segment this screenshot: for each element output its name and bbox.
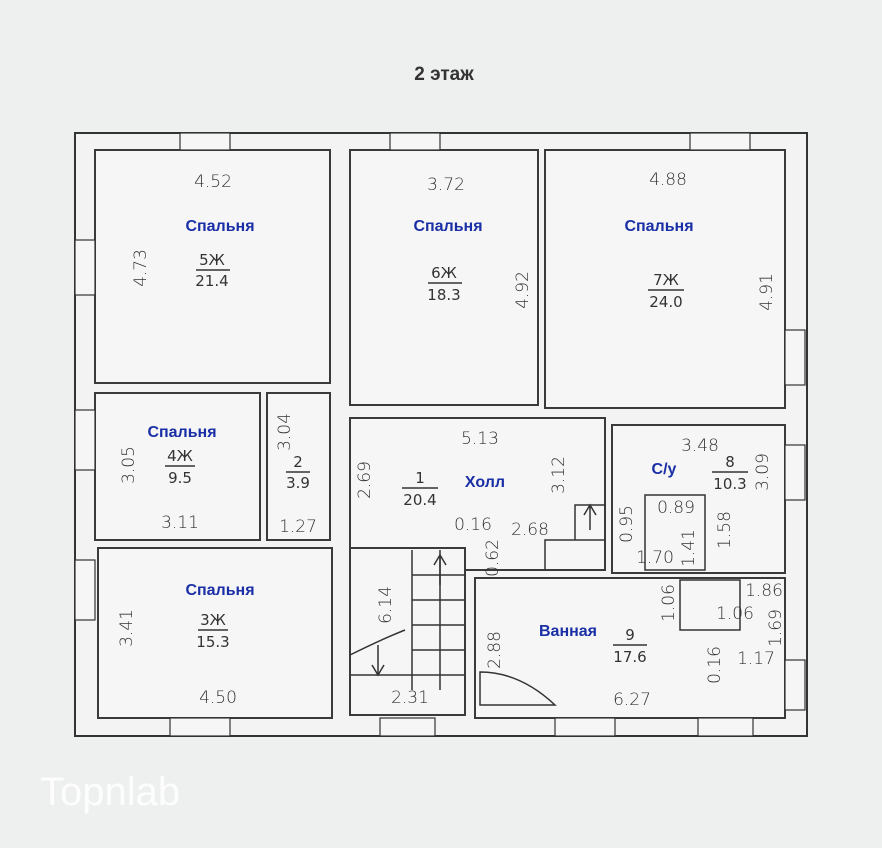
dimension: 0.95 [617, 505, 637, 543]
room-area: 9.5 [168, 469, 192, 487]
room-stairs [349, 547, 466, 716]
room-5 [94, 149, 331, 384]
room-name: Спальня [185, 582, 254, 599]
dimension: 2.69 [355, 461, 375, 499]
room-7-labels: Спальня 7Ж 24.0 4.88 4.91 [624, 170, 777, 311]
room-bath [474, 577, 786, 719]
hall-labels: Холл 1 20.4 5.13 2.69 3.12 0.16 2.68 0.6… [355, 429, 569, 577]
room-7 [544, 149, 786, 409]
room-number: 5Ж [199, 251, 225, 269]
room-area: 10.3 [713, 475, 746, 493]
dimension: 3.41 [117, 609, 137, 647]
room-name: Холл [465, 474, 505, 491]
staircase [349, 494, 741, 706]
room-area: 3.9 [286, 474, 310, 492]
dimension: 0.16 [454, 515, 492, 535]
wc-labels: С/у 8 10.3 3.48 3.09 0.95 0.89 1.70 1.41… [617, 436, 773, 568]
room-area: 20.4 [403, 491, 436, 509]
room-6-labels: Спальня 6Ж 18.3 3.72 4.92 [413, 175, 533, 309]
dimension: 3.72 [427, 175, 465, 195]
bath-labels: Ванная 9 17.6 2.88 6.27 1.06 1.86 1.06 1… [485, 581, 786, 710]
room-area: 17.6 [613, 648, 646, 666]
room-number: 2 [293, 453, 303, 471]
room-2-labels: 2 3.9 3.04 1.27 [275, 413, 317, 537]
dimension: 4.50 [199, 688, 237, 708]
room-5-labels: Спальня 5Ж 21.4 4.52 4.73 [131, 172, 255, 290]
dimension: 6.27 [613, 690, 651, 710]
dimension: 5.13 [461, 429, 499, 449]
dimension: 4.91 [757, 273, 777, 311]
room-name: Спальня [147, 424, 216, 441]
dimension: 3.48 [681, 436, 719, 456]
dimension: 3.04 [275, 413, 295, 451]
dimension: 1.17 [737, 649, 775, 669]
floor-title: 2 этаж [414, 64, 474, 85]
room-number: 1 [415, 469, 425, 487]
room-number: 3Ж [200, 611, 226, 629]
room-6 [349, 149, 539, 406]
room-4-labels: Спальня 4Ж 9.5 3.05 3.11 [119, 424, 217, 533]
dimension: 3.11 [161, 513, 199, 533]
room-number: 7Ж [653, 271, 679, 289]
dimension: 0.16 [705, 646, 725, 684]
dimension: 1.06 [716, 604, 754, 624]
stairs-labels: 6.14 2.31 [376, 586, 429, 708]
room-name: Ванная [539, 623, 597, 640]
room-number: 4Ж [167, 447, 193, 465]
dimension: 4.52 [194, 172, 232, 192]
room-area: 15.3 [196, 633, 229, 651]
dimension: 0.89 [657, 498, 695, 518]
room-area: 21.4 [195, 272, 228, 290]
dimension: 2.88 [485, 631, 505, 669]
room-3-labels: Спальня 3Ж 15.3 3.41 4.50 [117, 582, 255, 708]
dimension: 0.62 [483, 539, 503, 577]
dimension: 1.06 [659, 584, 679, 622]
room-number: 8 [725, 453, 735, 471]
dimension: 2.31 [391, 688, 429, 708]
dimension: 1.27 [279, 517, 317, 537]
dimension: 3.05 [119, 446, 139, 484]
dimension: 4.73 [131, 249, 151, 287]
windows [74, 132, 806, 737]
dimension: 6.14 [376, 586, 396, 624]
room-2 [266, 392, 331, 541]
logo-watermark: Topnlab [40, 770, 180, 814]
dimension: 4.88 [649, 170, 687, 190]
dimension: 1.70 [636, 548, 674, 568]
room-name: Спальня [413, 218, 482, 235]
room-name: Спальня [185, 218, 254, 235]
room-name: Спальня [624, 218, 693, 235]
dimension: 3.12 [549, 456, 569, 494]
dimension: 3.09 [753, 453, 773, 491]
room-hall [349, 417, 606, 571]
room-area: 18.3 [427, 286, 460, 304]
room-number: 9 [625, 626, 635, 644]
dimension: 1.41 [679, 529, 699, 567]
dimension: 2.68 [511, 520, 549, 540]
dimension: 1.69 [766, 609, 786, 647]
room-area: 24.0 [649, 293, 682, 311]
dimension: 1.58 [715, 511, 735, 549]
room-number: 6Ж [431, 264, 457, 282]
room-name: С/у [652, 461, 677, 478]
room-wc [611, 424, 786, 574]
dimension: 4.92 [513, 271, 533, 309]
dimension: 1.86 [745, 581, 783, 601]
